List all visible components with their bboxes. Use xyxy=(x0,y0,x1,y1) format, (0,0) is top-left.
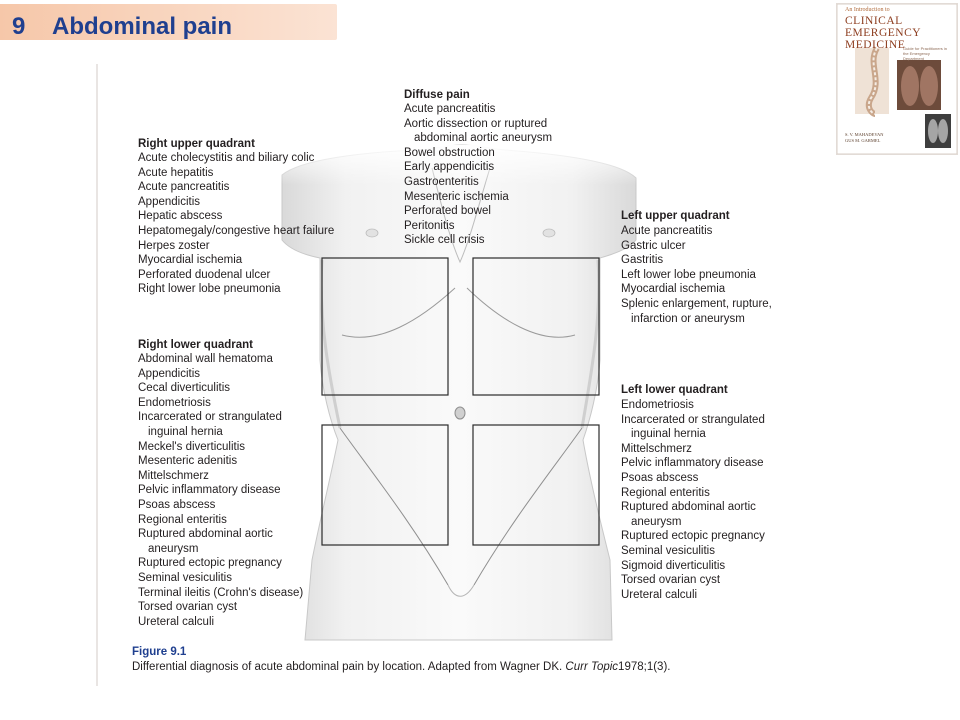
diagnosis-item: Ruptured ectopic pregnancy xyxy=(621,530,765,543)
diagnosis-item: Aortic dissection or ruptured xyxy=(404,117,548,130)
book-cover-subtitle: Guide for Practitioners in the Emergency… xyxy=(903,46,948,61)
diagnosis-item: Pelvic inflammatory disease xyxy=(621,457,764,470)
book-cover-author: GUS M. GARMEL xyxy=(845,138,881,143)
diagnosis-item: Acute pancreatitis xyxy=(621,225,713,237)
diagnosis-item: Appendicitis xyxy=(138,367,201,380)
diagnosis-item: Mittelschmerz xyxy=(138,469,209,482)
figure-caption: Differential diagnosis of acute abdomina… xyxy=(132,661,670,673)
book-cover-authors: S. V. MAHADEVAN GUS M. GARMEL xyxy=(845,132,884,144)
diagnosis-item: Regional enteritis xyxy=(138,513,227,526)
diagnosis-item: Ruptured ectopic pregnancy xyxy=(138,557,282,570)
diagnosis-item: Gastritis xyxy=(621,254,664,267)
diagnosis-item: Ruptured abdominal aortic xyxy=(621,501,756,514)
diagnosis-item: Mesenteric ischemia xyxy=(404,190,509,203)
diagnosis-item: Acute pancreatitis xyxy=(138,181,230,194)
book-cover-title-line: CLINICAL xyxy=(845,15,903,27)
left-lower-quadrant-box xyxy=(472,424,600,546)
diagnosis-item: Early appendicitis xyxy=(404,161,495,174)
diagnosis-item: Ureteral calculi xyxy=(621,588,698,601)
left-upper-quadrant-heading: Left upper quadrant xyxy=(621,210,730,222)
diagnosis-item: Psoas abscess xyxy=(138,498,216,511)
left-lower-quadrant-heading: Left lower quadrant xyxy=(621,384,728,396)
diagnosis-item: inguinal hernia xyxy=(148,425,223,438)
diagnosis-item: Herpes zoster xyxy=(138,239,210,252)
book-cover-image: An Introduction to CLINICAL EMERGENCY ME… xyxy=(836,3,958,155)
diagnosis-item: Cecal diverticulitis xyxy=(138,382,231,395)
diagnosis-item: Terminal ileitis (Crohn's disease) xyxy=(138,586,304,599)
diagnosis-item: Mesenteric adenitis xyxy=(138,455,238,468)
diagnosis-item: Acute hepatitis xyxy=(138,166,214,179)
diagnosis-item: abdominal aortic aneurysm xyxy=(414,132,553,145)
diagnosis-item: Torsed ovarian cyst xyxy=(138,601,238,614)
chapter-number: 9 xyxy=(12,13,26,40)
right-upper-quadrant-heading: Right upper quadrant xyxy=(138,138,255,150)
diagnosis-item: Sigmoid diverticulitis xyxy=(621,559,726,572)
left-upper-quadrant-box xyxy=(472,257,600,396)
diagnosis-item: Regional enteritis xyxy=(621,486,710,499)
diagnosis-item: Gastric ulcer xyxy=(621,239,686,252)
diagnosis-item: Meckel's diverticulitis xyxy=(138,440,245,453)
book-cover-title-line: MEDICINE xyxy=(845,39,906,51)
diagnosis-item: Ruptured abdominal aortic xyxy=(138,528,273,541)
diagnosis-item: Peritonitis xyxy=(404,219,455,232)
diagnosis-item: Left lower lobe pneumonia xyxy=(621,268,756,281)
diagnosis-item: Incarcerated or strangulated xyxy=(138,411,282,424)
book-cover-series-line: An Introduction to xyxy=(845,7,890,13)
figure-caption-text: Differential diagnosis of acute abdomina… xyxy=(132,661,566,673)
diagnosis-item: Ureteral calculi xyxy=(138,615,215,628)
diagnosis-item: Hepatic abscess xyxy=(138,210,223,223)
diffuse-pain-heading: Diffuse pain xyxy=(404,89,470,101)
diagnosis-item: aneurysm xyxy=(148,542,199,555)
diagnosis-item: Acute cholecystitis and biliary colic xyxy=(138,152,315,164)
diagnosis-item: Pelvic inflammatory disease xyxy=(138,484,281,497)
figure-label: Figure 9.1 xyxy=(132,646,187,658)
diagnosis-item: Abdominal wall hematoma xyxy=(138,353,273,365)
figure-caption-citation: 1978;1(3). xyxy=(618,661,671,673)
chapter-title: Abdominal pain xyxy=(52,13,232,40)
figure-caption-journal: Curr Topic xyxy=(565,661,619,673)
diagnosis-item: Perforated bowel xyxy=(404,205,491,218)
right-lower-quadrant-heading: Right lower quadrant xyxy=(138,339,253,351)
diagnosis-item: Seminal vesiculitis xyxy=(138,571,232,584)
diagnosis-item: Incarcerated or strangulated xyxy=(621,413,765,426)
diagnosis-item: Myocardial ischemia xyxy=(138,254,243,267)
page-margin-rule xyxy=(96,64,98,686)
diagnosis-item: inguinal hernia xyxy=(631,428,706,441)
diagnosis-item: Bowel obstruction xyxy=(404,146,495,159)
book-cover-artwork xyxy=(837,4,957,154)
diagnosis-item: Mittelschmerz xyxy=(621,442,692,455)
diagnosis-item: infarction or aneurysm xyxy=(631,312,745,325)
diagnosis-item: Perforated duodenal ulcer xyxy=(138,268,271,281)
diagnosis-item: Right lower lobe pneumonia xyxy=(138,283,281,296)
diagnosis-item: Endometriosis xyxy=(138,396,211,409)
right-lower-quadrant-box xyxy=(321,424,449,546)
diagnosis-item: Seminal vesiculitis xyxy=(621,544,715,557)
diagnosis-item: Appendicitis xyxy=(138,195,201,208)
book-cover-author: S. V. MAHADEVAN xyxy=(845,132,884,137)
book-cover-title-line: EMERGENCY xyxy=(845,27,922,39)
chapter-header-bar: 9 Abdominal pain xyxy=(0,4,337,40)
diagnosis-item: Torsed ovarian cyst xyxy=(621,574,721,587)
diagnosis-item: Myocardial ischemia xyxy=(621,283,726,296)
diagnosis-item: Hepatomegaly/congestive heart failure xyxy=(138,224,335,237)
diagnosis-item: Splenic enlargement, rupture, xyxy=(621,297,772,310)
diagnosis-item: Acute pancreatitis xyxy=(404,103,496,115)
diagnosis-item: Sickle cell crisis xyxy=(404,234,485,247)
diagnosis-item: Endometriosis xyxy=(621,399,694,411)
diagnosis-item: aneurysm xyxy=(631,515,682,528)
diagnosis-item: Psoas abscess xyxy=(621,471,699,484)
right-upper-quadrant-box xyxy=(321,257,449,396)
diagnosis-item: Gastroenteritis xyxy=(404,175,479,188)
